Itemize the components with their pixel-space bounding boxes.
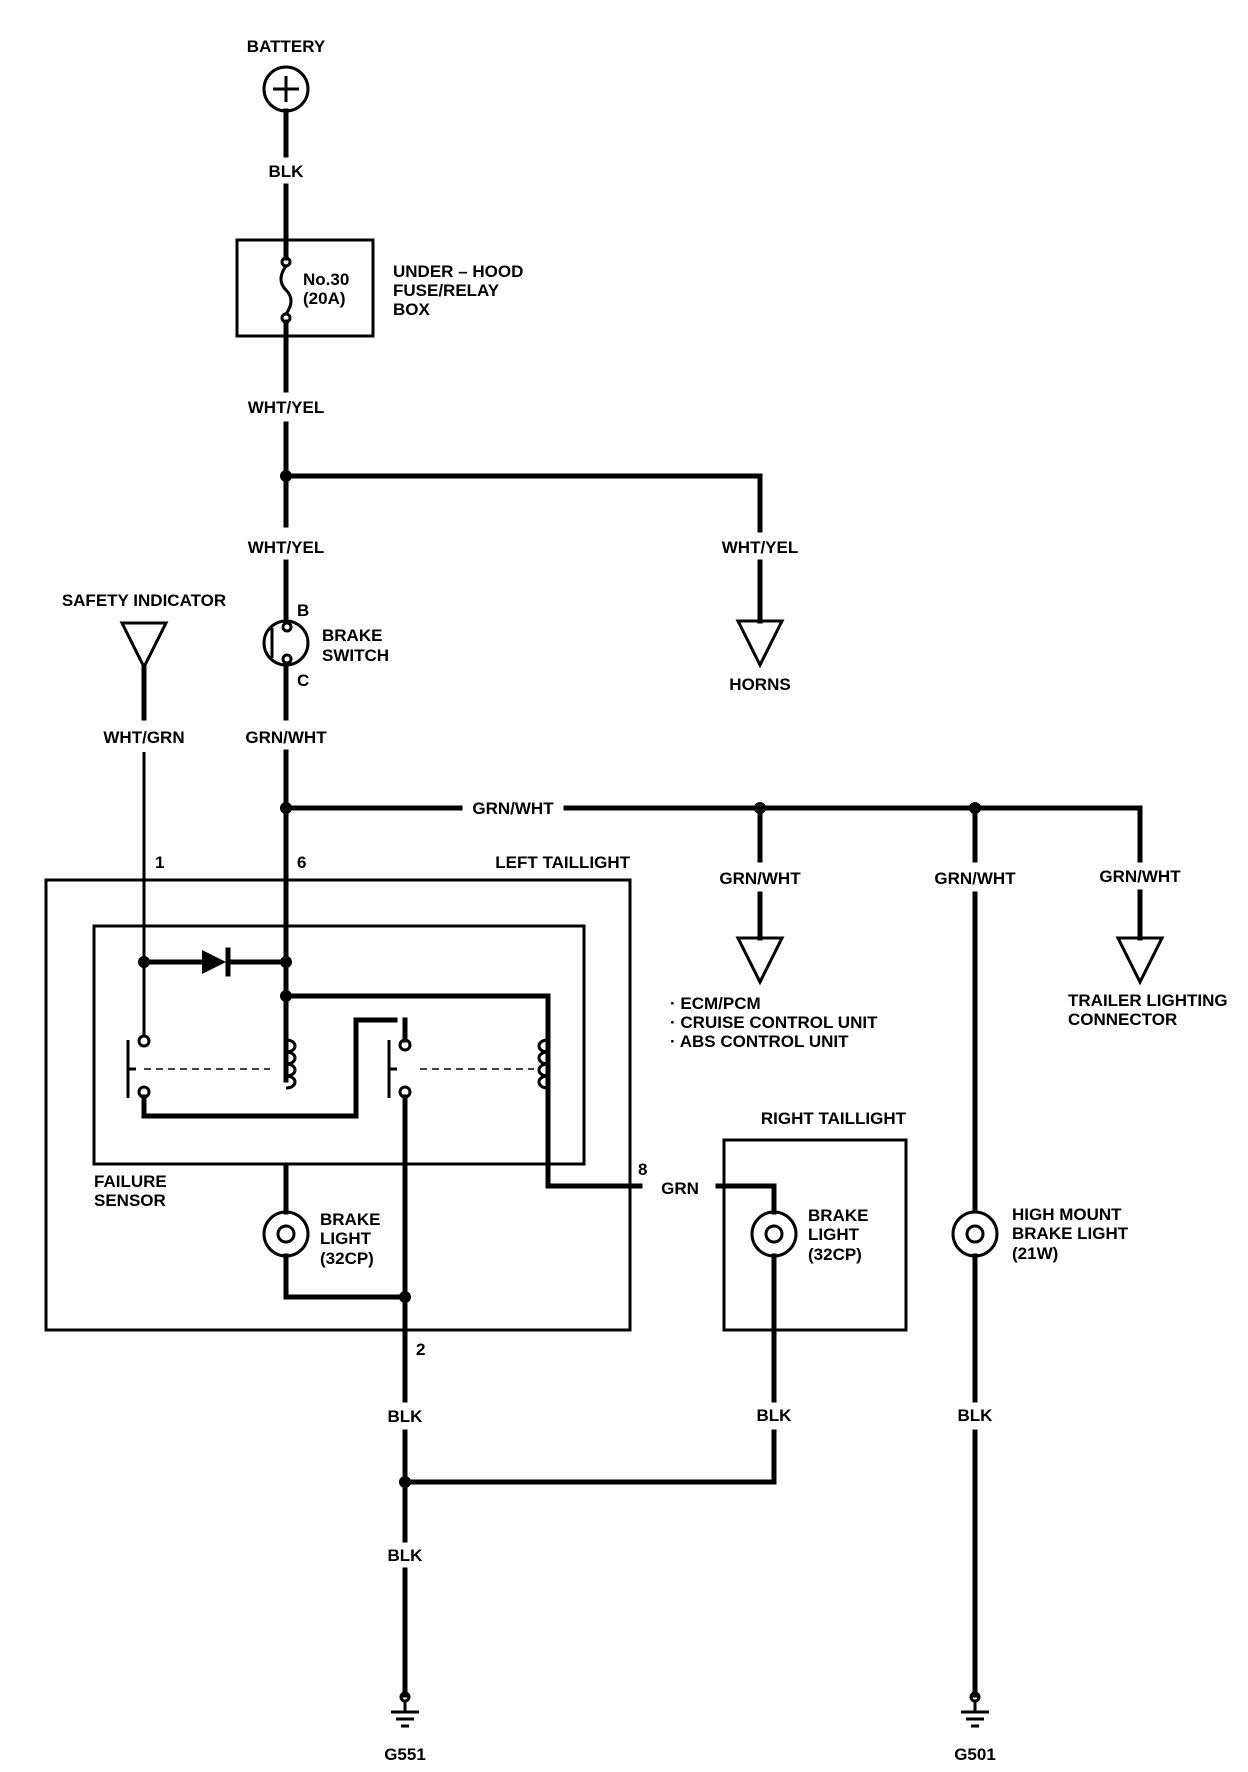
right-bulb-label-3: (32CP)	[808, 1245, 862, 1264]
relay-coil-2-icon	[537, 1038, 549, 1090]
battery-wire-label: BLK	[269, 162, 305, 181]
ecm-item-1: · ECM/PCM	[670, 994, 761, 1013]
fuse-icon	[279, 256, 293, 324]
left-bulb-label-1: BRAKE	[320, 1210, 380, 1229]
right-ground-wire-label: BLK	[757, 1406, 793, 1425]
left-bulb-label-2: LIGHT	[320, 1229, 372, 1248]
bus-wire-label: GRN/WHT	[472, 799, 554, 818]
trailer-label-2: CONNECTOR	[1068, 1010, 1177, 1029]
trailer-label-1: TRAILER LIGHTING	[1068, 991, 1228, 1010]
battery-symbol-icon	[262, 65, 310, 113]
ecm-item-3: · ABS CONTROL UNIT	[670, 1032, 849, 1051]
right-bulb-label-2: LIGHT	[808, 1225, 860, 1244]
relay-coil-1-icon	[285, 1038, 297, 1090]
right-bulb-label-1: BRAKE	[808, 1206, 868, 1225]
switch-in-wire-label: WHT/YEL	[248, 538, 325, 557]
switch-out-wire-label: GRN/WHT	[245, 728, 327, 747]
fuse-out-wire-label: WHT/YEL	[248, 398, 325, 417]
ecm-connector-icon	[735, 936, 785, 986]
horns-wire-label: WHT/YEL	[722, 538, 799, 557]
left-taillight-pin-6: 6	[297, 853, 306, 872]
highmount-ground-wire-label: BLK	[958, 1406, 994, 1425]
safety-wire-label: WHT/GRN	[103, 728, 184, 747]
high-mount-label-1: HIGH MOUNT	[1012, 1205, 1122, 1224]
right-taillight-label: RIGHT TAILLIGHT	[761, 1109, 907, 1128]
left-brake-bulb-icon	[262, 1210, 310, 1258]
fuse-box-label-1: UNDER – HOOD	[393, 262, 523, 281]
brake-switch-pin-b: B	[297, 601, 309, 620]
right-taillight-box	[722, 1138, 908, 1332]
ground-g551-icon	[391, 1691, 419, 1728]
fuse-box	[235, 238, 375, 338]
left-taillight-pin-2: 2	[416, 1340, 425, 1359]
failure-sensor-label-1: FAILURE	[94, 1172, 167, 1191]
left-taillight-box	[44, 878, 632, 1332]
ground-g501-label: G501	[954, 1745, 996, 1764]
ecm-item-2: · CRUISE CONTROL UNIT	[670, 1013, 878, 1032]
common-ground-wire-label: BLK	[388, 1546, 424, 1565]
fuse-box-label-2: FUSE/RELAY	[393, 281, 500, 300]
horns-branch-wire	[283, 473, 763, 533]
horns-label: HORNS	[729, 675, 790, 694]
diode-icon	[202, 947, 231, 977]
left-bulb-label-3: (32CP)	[320, 1249, 374, 1268]
brake-switch-label-1: BRAKE	[322, 626, 382, 645]
brake-switch-label-2: SWITCH	[322, 646, 389, 665]
high-mount-label-3: (21W)	[1012, 1244, 1058, 1263]
left-ground-wire-label: BLK	[388, 1407, 424, 1426]
ground-g551-label: G551	[384, 1745, 426, 1764]
ground-g501-icon	[961, 1691, 989, 1728]
battery-label: BATTERY	[247, 37, 326, 56]
fuse-rating: (20A)	[303, 289, 346, 308]
trailer-connector-icon	[1115, 936, 1165, 986]
trailer-wire-label: GRN/WHT	[1099, 867, 1181, 886]
fuse-box-label-3: BOX	[393, 300, 431, 319]
fuse-name: No.30	[303, 270, 349, 289]
right-feed-wire-label: GRN	[661, 1179, 699, 1198]
brake-switch-pin-c: C	[297, 671, 309, 690]
left-taillight-pin-8: 8	[638, 1160, 647, 1179]
high-mount-bulb-icon	[951, 1210, 999, 1258]
failure-sensor-label-2: SENSOR	[94, 1191, 166, 1210]
relay-contact-2-icon	[387, 1038, 412, 1099]
left-taillight-label: LEFT TAILLIGHT	[495, 853, 630, 872]
ecm-wire-label: GRN/WHT	[719, 869, 801, 888]
left-taillight-pin-1: 1	[155, 853, 164, 872]
safety-indicator-label: SAFETY INDICATOR	[62, 591, 226, 610]
highmount-wire-label: GRN/WHT	[934, 869, 1016, 888]
failure-sensor-box	[92, 924, 586, 1166]
relay-contact-1-icon	[126, 1034, 151, 1099]
brake-switch-icon	[262, 619, 310, 667]
high-mount-label-2: BRAKE LIGHT	[1012, 1224, 1129, 1243]
safety-indicator-connector-icon	[119, 621, 169, 671]
horns-connector-icon	[735, 619, 785, 669]
right-brake-bulb-icon	[750, 1210, 798, 1258]
